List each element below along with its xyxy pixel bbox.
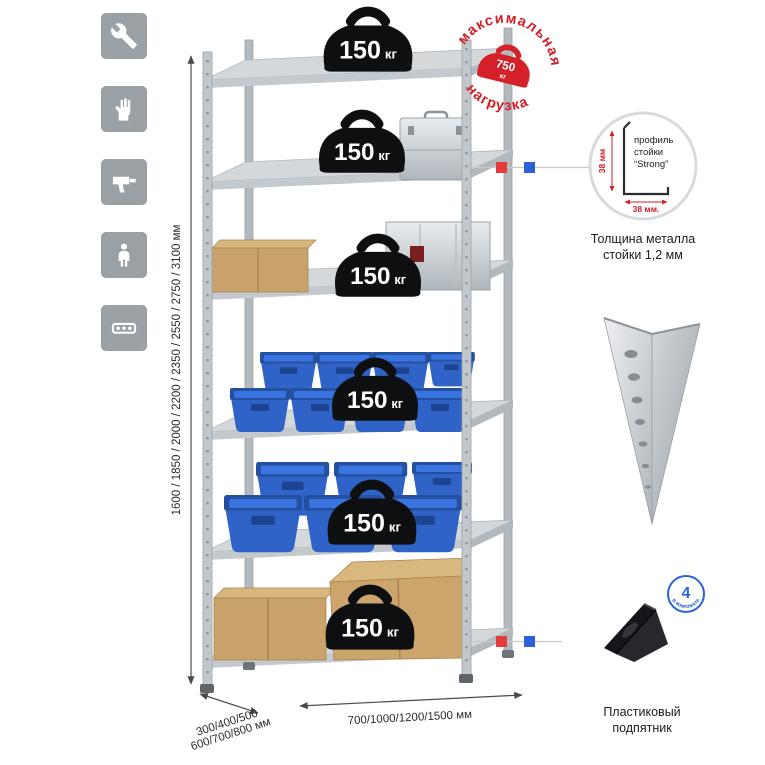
callout-square-blue [524,162,535,173]
cardboard-box-shelf3 [211,239,317,293]
callout-top [472,162,589,173]
perforated-profile-icon [101,305,147,351]
feature-icons [101,13,147,351]
rack-foot [502,650,514,658]
profile-drawing [622,121,670,196]
aluminium-case [399,110,471,181]
foot-badge: 4 в комплекте [667,575,705,613]
callout-square-red [496,636,507,647]
rack-foot [200,684,214,693]
rack-post-back-left [244,39,254,665]
drill-icon [101,159,147,205]
profile-dim-vertical: 38 мм [597,149,607,173]
foot-caption-2: подпятник [612,721,672,735]
rack-post-front-left [202,51,213,687]
svg-text:700/1000/1200/1500 мм: 700/1000/1200/1500 мм [347,709,472,728]
rack-foot [459,674,473,683]
profile-dim-horizontal: 38 мм. [633,204,660,214]
profile-caption-1: Толщина металла [591,232,695,246]
foot-caption-1: Пластиковый [603,705,680,719]
callout-square-blue [524,636,535,647]
profile-label-2: стойки [634,147,663,158]
stamp-weight-value: 750 [494,57,517,74]
plastic-foot-graphic [604,603,668,662]
dimension-width: 700/1000/1200/1500 мм [299,691,523,728]
wrench-icon [101,13,147,59]
cardboard-box-left [213,587,337,661]
callout-bottom [472,636,562,647]
profile-caption-2: стойки 1,2 мм [603,248,683,262]
person-icon [101,232,147,278]
angle-post-graphic [603,317,701,525]
dimension-depth: 300/400/500 600/700/800 мм [189,693,272,753]
foot-badge-value: 4 [682,585,691,602]
profile-label-1: профиль [634,135,673,146]
gloves-icon [101,86,147,132]
callout-square-red [496,162,507,173]
rack-post-back-right [503,27,513,653]
stamp-weight-unit: кг [499,73,507,81]
profile-label-3: “Strong” [634,159,668,170]
rack-foot [243,662,255,670]
rack-post-front-right [461,39,472,677]
svg-text:1600 / 1850 / 2000 / 2200 / 23: 1600 / 1850 / 2000 / 2200 / 2350 / 2550 … [171,225,183,516]
dimension-height: 1600 / 1850 / 2000 / 2200 / 2350 / 2550 … [171,55,195,685]
profile-detail: 38 мм 38 мм. профиль стойки “Strong” Тол… [588,111,698,262]
